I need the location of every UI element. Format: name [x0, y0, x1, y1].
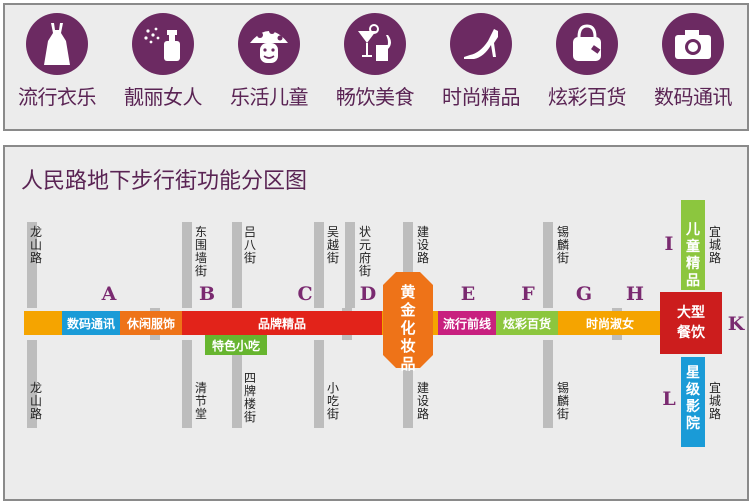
- zone-dining[interactable]: 大型餐饮: [660, 292, 722, 354]
- zone-digital[interactable]: 数码通讯: [62, 311, 120, 335]
- street-line: [232, 340, 242, 428]
- street-line: [182, 222, 192, 308]
- zone-letter-b: B: [198, 283, 216, 305]
- zone-letter-c: C: [297, 283, 313, 305]
- category-food[interactable]: 畅饮美食: [323, 13, 427, 110]
- zone-letter-a: A: [101, 283, 117, 305]
- gold-octagon-shape: [383, 272, 433, 368]
- category-label: 时尚精品: [442, 85, 521, 109]
- street-line: [403, 222, 413, 308]
- shopping-bag-icon: [556, 13, 618, 75]
- zone-colorful[interactable]: 炫彩百货: [496, 311, 558, 335]
- street-line: [345, 222, 355, 308]
- zone-casual[interactable]: 休闲服饰: [120, 311, 182, 335]
- zone-gold[interactable]: 黄金化妆品: [400, 283, 416, 373]
- drinks-icon: [344, 13, 406, 75]
- category-department[interactable]: 炫彩百货: [535, 13, 639, 110]
- street-label: 龙山路: [29, 225, 42, 265]
- street-line: [543, 340, 553, 428]
- category-boutique[interactable]: 时尚精品: [429, 13, 533, 110]
- mushroom-icon: [238, 13, 300, 75]
- street-label: 建设路: [416, 381, 429, 421]
- street-line: [403, 340, 413, 428]
- zone-letter-i: I: [664, 233, 674, 255]
- street-label: 吴越街: [326, 225, 339, 265]
- zone-cinema[interactable]: 星级影院: [681, 357, 705, 447]
- zone-letter-e: E: [460, 283, 476, 305]
- street-label: 建设路: [416, 225, 429, 265]
- category-label: 炫彩百货: [548, 85, 627, 109]
- street-label: 四牌楼街: [243, 371, 256, 424]
- zone-letter-k: K: [727, 313, 745, 335]
- zone-letter-g: G: [575, 283, 593, 305]
- zone-brand[interactable]: 品牌精品: [182, 311, 382, 335]
- category-label: 畅饮美食: [336, 85, 415, 109]
- category-digital[interactable]: 数码通讯: [641, 13, 745, 110]
- zone-trend[interactable]: 流行前线: [438, 311, 496, 335]
- street-line: [543, 222, 553, 308]
- street-label: 宜城路: [708, 225, 721, 265]
- high-heel-icon: [450, 13, 512, 75]
- street-line: [314, 340, 324, 428]
- category-label: 流行衣乐: [18, 85, 97, 109]
- zone-letter-f: F: [521, 283, 535, 305]
- street-label: 龙山路: [29, 381, 42, 421]
- street-label: 宜城路: [708, 381, 721, 421]
- street-line: [27, 340, 37, 428]
- street-label: 清节堂: [194, 381, 207, 421]
- street-line: [182, 340, 192, 428]
- category-label: 乐活儿童: [230, 85, 309, 109]
- zone-letter-l: L: [662, 388, 676, 410]
- street-label: 东围墙街: [194, 225, 207, 278]
- perfume-icon: [132, 13, 194, 75]
- street-label: 状元府街: [358, 225, 371, 278]
- street-line: [314, 222, 324, 308]
- street-line: [232, 222, 242, 308]
- category-panel: 流行衣乐 靓丽女人 乐活儿童 畅饮美食 时尚精品 炫彩百货 数码通讯: [3, 3, 749, 131]
- street-line: [27, 222, 37, 308]
- street-label: 吕八街: [243, 225, 256, 265]
- category-label: 数码通讯: [654, 85, 733, 109]
- zone-letter-d: D: [359, 283, 377, 305]
- map-title: 人民路地下步行街功能分区图: [21, 169, 308, 194]
- zone-letter-h: H: [626, 283, 644, 305]
- street-label: 锡麟街: [556, 381, 569, 421]
- category-women[interactable]: 靓丽女人: [111, 13, 215, 110]
- category-kids[interactable]: 乐活儿童: [217, 13, 321, 110]
- zone-snack[interactable]: 特色小吃: [205, 335, 267, 355]
- street-label: 小吃街: [326, 381, 339, 421]
- street-label: 锡麟街: [556, 225, 569, 265]
- category-fashion[interactable]: 流行衣乐: [5, 13, 109, 110]
- camera-icon: [662, 13, 724, 75]
- dress-icon: [26, 13, 88, 75]
- category-label: 靓丽女人: [124, 85, 203, 109]
- zone-lady[interactable]: 时尚淑女: [558, 311, 662, 335]
- zone-kids[interactable]: 儿童精品: [681, 200, 705, 290]
